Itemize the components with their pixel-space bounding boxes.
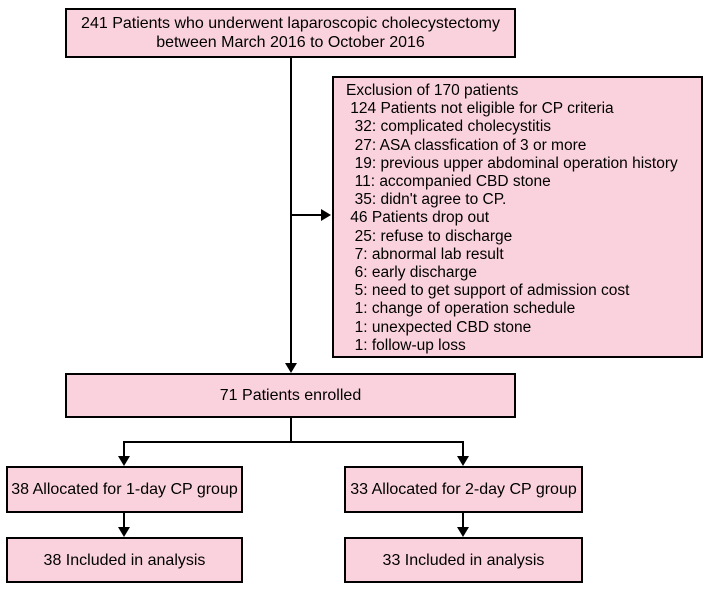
exclusion-line: 46 Patients drop out	[346, 209, 490, 227]
connector-group2-to-analysis2	[462, 513, 464, 528]
arrowhead-to-analysis2-icon	[457, 527, 469, 537]
connector-to-exclusion	[291, 214, 322, 216]
connector-branch-right	[462, 441, 464, 458]
arrowhead-to-enrolled-icon	[285, 363, 297, 373]
enrolled-box: 71 Patients enrolled	[65, 373, 516, 418]
exclusion-line: 35: didn't agree to CP.	[346, 191, 507, 209]
initial-patients-line1: 241 Patients who underwent laparoscopic …	[81, 15, 500, 32]
enrolled-label: 71 Patients enrolled	[219, 387, 362, 404]
exclusion-line: 25: refuse to discharge	[346, 227, 513, 245]
exclusion-line: 7: abnormal lab result	[346, 245, 504, 263]
initial-patients-box: 241 Patients who underwent laparoscopic …	[65, 8, 516, 58]
exclusion-line-title: Exclusion of 170 patients	[346, 82, 519, 99]
exclusion-line: 1: follow-up loss	[346, 336, 466, 354]
analysis1-label: 38 Included in analysis	[43, 551, 206, 569]
connector-branch-horizontal	[123, 441, 464, 443]
group2-allocation-box: 33 Allocated for 2-day CP group	[344, 466, 583, 513]
arrowhead-to-group2-icon	[457, 456, 469, 466]
arrowhead-to-analysis1-icon	[118, 527, 130, 537]
connector-group1-to-analysis1	[123, 513, 125, 528]
connector-enrolled-stub	[290, 418, 292, 443]
exclusion-line: 11: accompanied CBD stone	[346, 173, 551, 191]
analysis1-box: 38 Included in analysis	[6, 537, 243, 583]
group1-allocation-label: 38 Allocated for 1-day CP group	[11, 481, 238, 498]
exclusion-line: 32: complicated cholecystitis	[346, 118, 552, 136]
group2-allocation-label: 33 Allocated for 2-day CP group	[350, 481, 577, 498]
exclusion-line: 27: ASA classfication of 3 or more	[346, 136, 587, 154]
exclusion-line: 1: unexpected CBD stone	[346, 318, 532, 336]
exclusion-line: 19: previous upper abdominal operation h…	[346, 154, 678, 172]
exclusion-box: Exclusion of 170 patients 124 Patients n…	[332, 76, 703, 358]
exclusion-line: 1: change of operation schedule	[346, 300, 576, 318]
exclusion-line: 6: early discharge	[346, 264, 477, 282]
connector-branch-left	[123, 441, 125, 458]
analysis2-label: 33 Included in analysis	[382, 551, 545, 569]
exclusion-line: 124 Patients not eligible for CP criteri…	[346, 100, 614, 118]
analysis2-box: 33 Included in analysis	[344, 537, 583, 583]
arrowhead-to-group1-icon	[118, 456, 130, 466]
connector-top-to-enrolled	[290, 58, 292, 364]
exclusion-line: 5: need to get support of admission cost	[346, 282, 630, 300]
initial-patients-line2: between March 2016 to October 2016	[156, 34, 425, 51]
arrowhead-to-exclusion-icon	[321, 209, 331, 221]
group1-allocation-box: 38 Allocated for 1-day CP group	[6, 466, 243, 513]
